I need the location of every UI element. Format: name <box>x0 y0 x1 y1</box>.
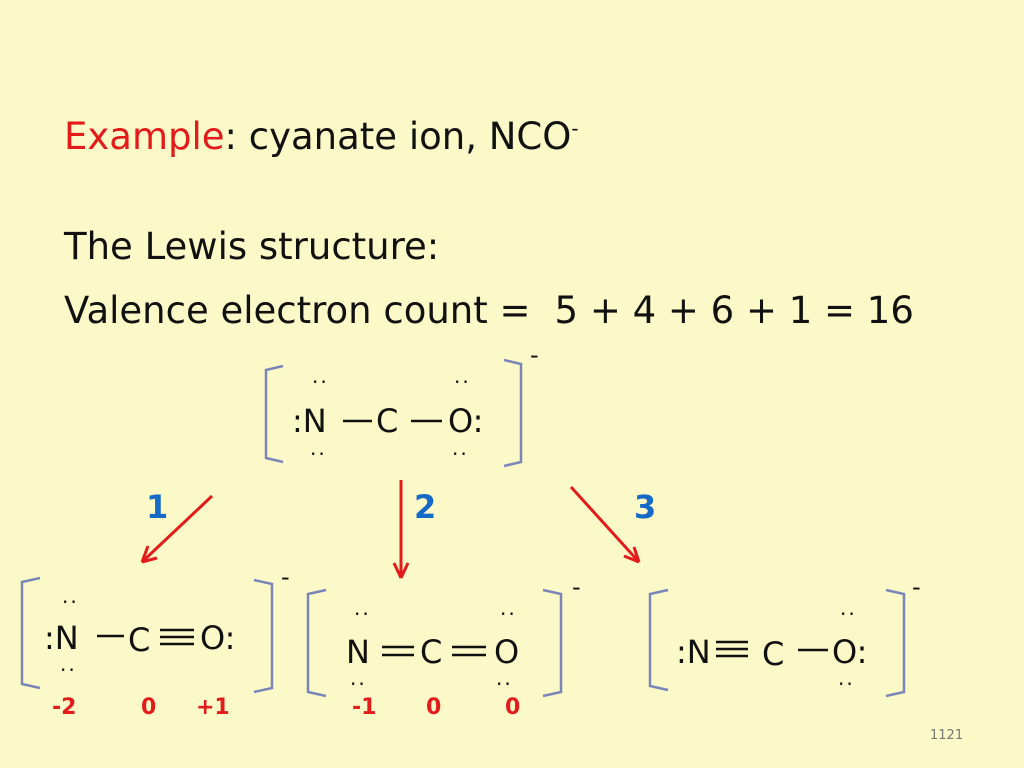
s2-fc-c: 0 <box>426 695 442 720</box>
s1-dots-n-bottom: .. <box>60 652 77 676</box>
s3-atom-n: :N <box>676 633 711 671</box>
arrow-2 <box>392 480 410 579</box>
s2-right-bracket <box>542 588 563 698</box>
main-atom-c: C <box>376 402 399 440</box>
valence-label: Valence electron count = <box>64 289 531 332</box>
s3-triple-bond <box>716 640 748 658</box>
valence-expression: 5 + 4 + 6 + 1 = 16 <box>554 289 914 332</box>
s1-left-bracket <box>20 576 41 690</box>
example-label: Example <box>64 115 225 158</box>
title-text: : cyanate ion, NCO <box>224 115 572 158</box>
s1-dots-n-top: .. <box>62 584 79 608</box>
main-dots-n-bottom: .. <box>310 436 327 460</box>
s2-dots-n-top: .. <box>354 596 371 620</box>
s2-atom-o: O <box>494 633 520 671</box>
s1-fc-o: +1 <box>196 695 230 720</box>
s2-dots-n-bottom: .. <box>350 666 367 690</box>
s3-dots-o-bottom: .. <box>838 666 855 690</box>
s1-fc-c: 0 <box>141 695 157 720</box>
s1-atom-o: O: <box>200 619 236 657</box>
arrow-label-3: 3 <box>634 488 657 526</box>
s3-left-bracket <box>648 588 669 692</box>
s3-atom-o: O: <box>832 633 868 671</box>
s2-fc-o: 0 <box>505 695 521 720</box>
s2-charge: - <box>572 573 581 601</box>
main-charge: - <box>530 341 539 369</box>
s1-atom-c: C <box>128 621 151 659</box>
s3-right-bracket <box>885 588 906 698</box>
arrow-label-1: 1 <box>146 488 169 526</box>
s1-right-bracket <box>253 578 274 694</box>
main-right-bracket <box>503 358 523 468</box>
s1-atom-n: :N <box>44 619 79 657</box>
lewis-heading: The Lewis structure: <box>64 225 440 268</box>
main-dots-n-top: .. <box>312 364 329 388</box>
main-left-bracket <box>264 364 284 464</box>
main-atom-o: O: <box>448 402 484 440</box>
arrow-label-2: 2 <box>414 488 437 526</box>
main-dots-o-top: .. <box>454 364 471 388</box>
s1-charge: - <box>281 563 290 591</box>
s2-double-bond-nc <box>382 645 414 657</box>
s2-double-bond-co <box>452 645 486 657</box>
s2-left-bracket <box>306 588 327 698</box>
main-atom-n: :N <box>292 402 327 440</box>
s2-atom-c: C <box>420 633 443 671</box>
title-charge: - <box>571 116 579 141</box>
s1-triple-bond <box>160 628 194 646</box>
s3-atom-c: C <box>762 635 785 673</box>
s2-atom-n: N <box>346 633 370 671</box>
page-number: 1121 <box>930 728 964 743</box>
s2-fc-n: -1 <box>352 695 377 720</box>
arrow-1 <box>140 494 214 564</box>
s2-dots-o-bottom: .. <box>496 666 513 690</box>
valence-count-line: Valence electron count = 5 + 4 + 6 + 1 = … <box>64 292 914 329</box>
s1-fc-n: -2 <box>52 695 77 720</box>
title-line: Example: cyanate ion, NCO- <box>64 118 579 155</box>
s2-dots-o-top: .. <box>500 596 517 620</box>
main-dots-o-bottom: .. <box>452 436 469 460</box>
s3-dots-o-top: .. <box>840 596 857 620</box>
arrow-3 <box>569 485 641 564</box>
s3-charge: - <box>912 573 921 601</box>
